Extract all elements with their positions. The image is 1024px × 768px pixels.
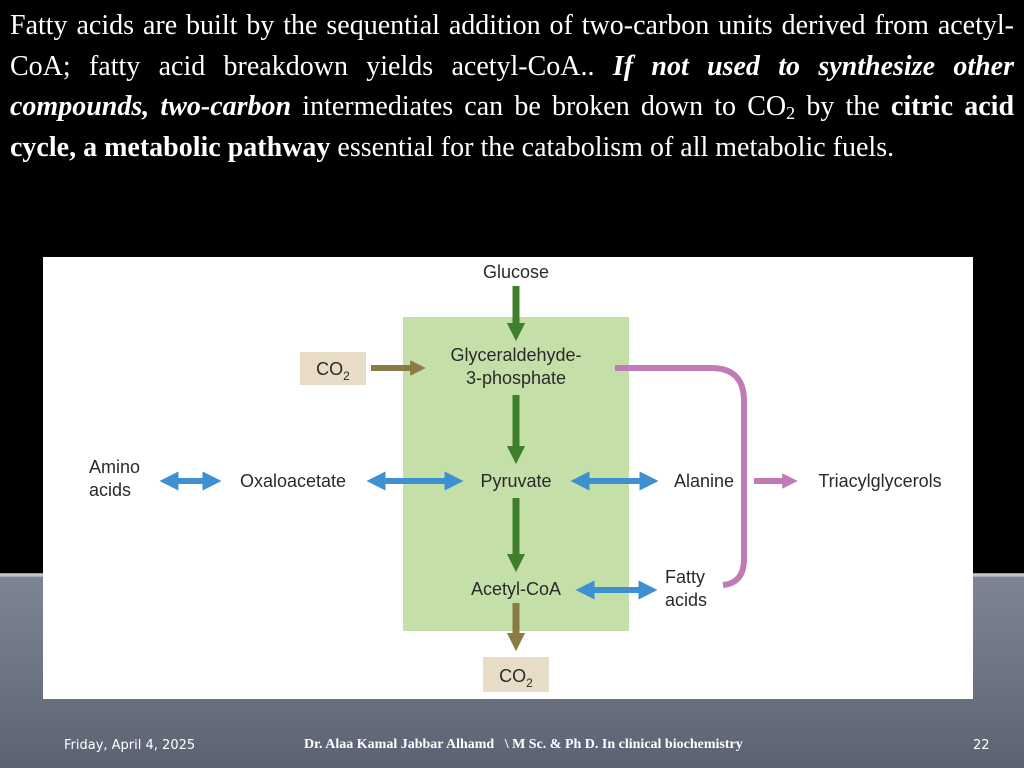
label-fatty-line1: Fatty [665, 567, 705, 587]
label-oxaloacetate: Oxaloacetate [240, 471, 346, 491]
text-intermediates: intermediates can be broken down to CO [302, 91, 787, 122]
label-amino-line2: acids [89, 480, 131, 500]
text-co2-subscript: 2 [786, 103, 796, 123]
footer-page-number: 22 [973, 738, 990, 753]
slide-body-text: Fatty acids are built by the sequential … [10, 6, 1014, 168]
label-alanine: Alanine [674, 471, 734, 491]
label-glucose: Glucose [483, 262, 549, 282]
co2-input-box [300, 352, 366, 385]
label-g3p-line1: Glyceraldehyde- [450, 345, 581, 365]
pathway-diagram: Glucose CO2 Glyceraldehyde- 3-phosphate … [89, 262, 942, 692]
label-g3p-line2: 3-phosphate [466, 368, 566, 388]
text-by-the: by the [806, 91, 880, 122]
path-g3p-fatty-to-tag [615, 365, 747, 588]
label-pyruvate: Pyruvate [480, 471, 551, 491]
footer-author: Dr. Alaa Kamal Jabbar Alhamd \ M Sc. & P… [304, 737, 743, 752]
text-essential: essential for the catabolism of all meta… [337, 131, 895, 163]
text-bold-italic-phrase: If not used to synthesize other compound… [10, 50, 1014, 123]
footer-date: Friday, April 4, 2025 [64, 738, 196, 753]
label-amino-line1: Amino [89, 457, 140, 477]
metabolic-pathway-figure: Glucose CO2 Glyceraldehyde- 3-phosphate … [43, 257, 973, 699]
label-co2-input: CO2 [316, 359, 350, 383]
label-fatty-line2: acids [665, 590, 707, 610]
label-acetylcoa: Acetyl-CoA [471, 579, 561, 599]
text-citric-acid-cycle: citric acid cycle, a metabolic pathway [10, 91, 1015, 163]
co2-output-box [483, 657, 549, 692]
label-triacylglycerols: Triacylglycerols [818, 471, 941, 491]
text-sentence-1: Fatty acids are built by the sequential … [10, 10, 1014, 82]
label-co2-output: CO2 [499, 666, 533, 690]
